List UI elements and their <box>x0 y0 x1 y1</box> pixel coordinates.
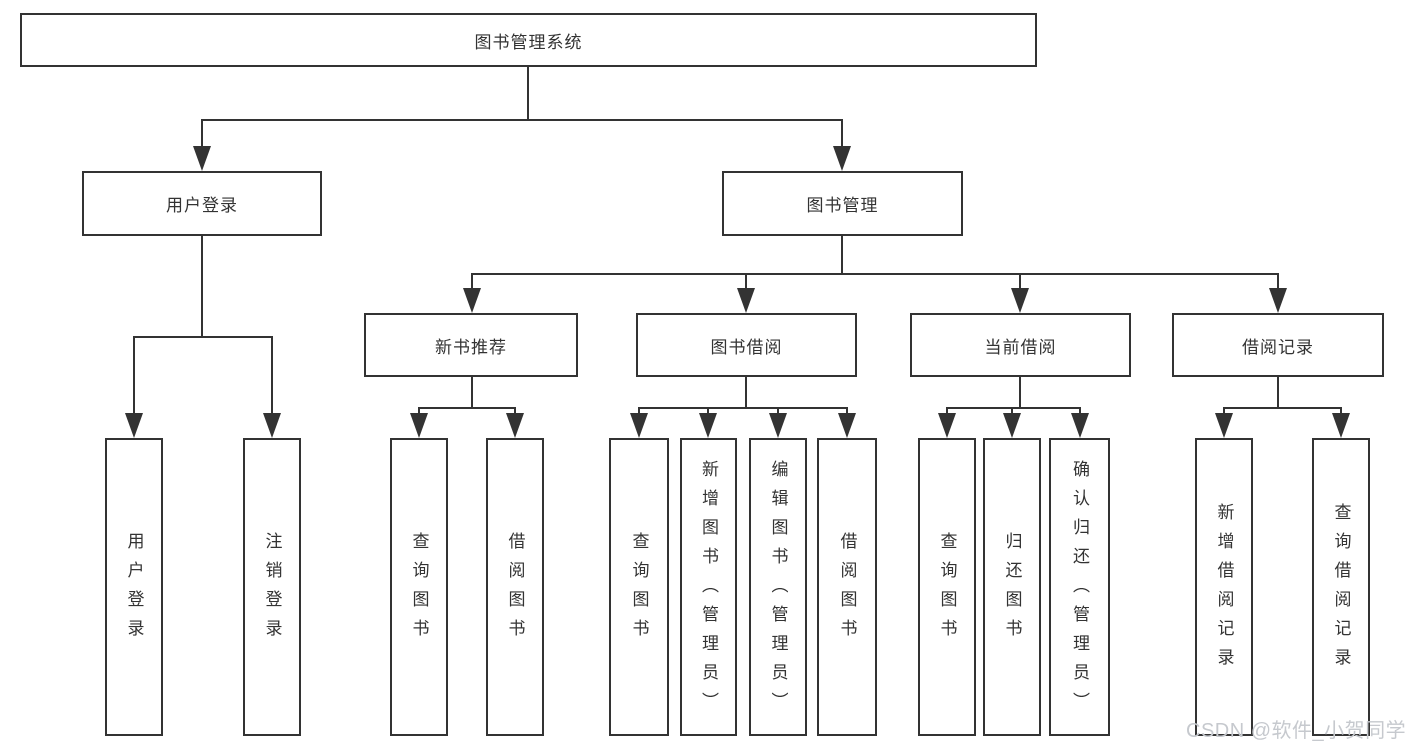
leaf-recommend-borrow-book: 借阅图书 <box>486 438 544 736</box>
connector-line <box>1019 377 1021 407</box>
leaf-borrow-edit-book-admin: 编辑图书（管理员） <box>749 438 807 736</box>
arrow-down-icon <box>699 413 717 438</box>
connector-line <box>638 407 640 415</box>
arrow-down-icon <box>1071 413 1089 438</box>
connector-line <box>1011 407 1013 415</box>
connector-line <box>707 407 709 415</box>
connector-line <box>846 407 848 415</box>
connector-line <box>1079 407 1081 415</box>
node-book-management: 图书管理 <box>722 171 963 236</box>
leaf-user-login: 用户登录 <box>105 438 163 736</box>
connector-line <box>418 407 420 415</box>
arrow-down-icon <box>263 413 281 438</box>
arrow-down-icon <box>193 146 211 171</box>
arrow-down-icon <box>1269 288 1287 313</box>
leaf-current-return-book: 归还图书 <box>983 438 1041 736</box>
connector-line <box>133 336 135 415</box>
connector-line <box>1019 273 1021 290</box>
connector-line <box>418 407 516 409</box>
arrow-down-icon <box>630 413 648 438</box>
node-book-borrow: 图书借阅 <box>636 313 857 377</box>
connector-line <box>946 407 1081 409</box>
arrow-down-icon <box>938 413 956 438</box>
leaf-borrow-query-book: 查询图书 <box>609 438 669 736</box>
connector-line <box>201 119 203 148</box>
arrow-down-icon <box>1332 413 1350 438</box>
connector-line <box>471 377 473 407</box>
arrow-down-icon <box>769 413 787 438</box>
arrow-down-icon <box>125 413 143 438</box>
node-new-book-recommend: 新书推荐 <box>364 313 578 377</box>
connector-line <box>841 236 843 273</box>
connector-line <box>271 336 273 415</box>
arrow-down-icon <box>506 413 524 438</box>
arrow-down-icon <box>1215 413 1233 438</box>
connector-line <box>638 407 848 409</box>
leaf-logout: 注销登录 <box>243 438 301 736</box>
node-root-system: 图书管理系统 <box>20 13 1037 67</box>
arrow-down-icon <box>833 146 851 171</box>
leaf-borrow-add-book-admin: 新增图书（管理员） <box>680 438 737 736</box>
arrow-down-icon <box>1003 413 1021 438</box>
connector-line <box>745 377 747 407</box>
connector-line <box>1223 407 1342 409</box>
node-current-borrow: 当前借阅 <box>910 313 1131 377</box>
connector-line <box>201 236 203 336</box>
leaf-add-borrow-record: 新增借阅记录 <box>1195 438 1253 736</box>
connector-line <box>1223 407 1225 415</box>
connector-line <box>133 336 273 338</box>
connector-line <box>1277 377 1279 407</box>
connector-line <box>201 119 843 121</box>
arrow-down-icon <box>1011 288 1029 313</box>
connector-line <box>1340 407 1342 415</box>
arrow-down-icon <box>838 413 856 438</box>
node-borrow-records: 借阅记录 <box>1172 313 1384 377</box>
arrow-down-icon <box>463 288 481 313</box>
arrow-down-icon <box>410 413 428 438</box>
connector-line <box>471 273 473 290</box>
connector-line <box>527 67 529 119</box>
leaf-current-confirm-return-admin: 确认归还（管理员） <box>1049 438 1110 736</box>
connector-line <box>745 273 747 290</box>
connector-line <box>472 273 1279 275</box>
connector-line <box>1277 273 1279 290</box>
leaf-borrow-borrow-book: 借阅图书 <box>817 438 877 736</box>
node-user-login: 用户登录 <box>82 171 322 236</box>
connector-line <box>841 119 843 148</box>
connector-line <box>946 407 948 415</box>
csdn-watermark: CSDN @软件_小贺同学 <box>1186 720 1405 742</box>
connector-line <box>514 407 516 415</box>
leaf-current-query-book: 查询图书 <box>918 438 976 736</box>
connector-line <box>777 407 779 415</box>
leaf-query-borrow-record: 查询借阅记录 <box>1312 438 1370 736</box>
leaf-recommend-query-book: 查询图书 <box>390 438 448 736</box>
arrow-down-icon <box>737 288 755 313</box>
